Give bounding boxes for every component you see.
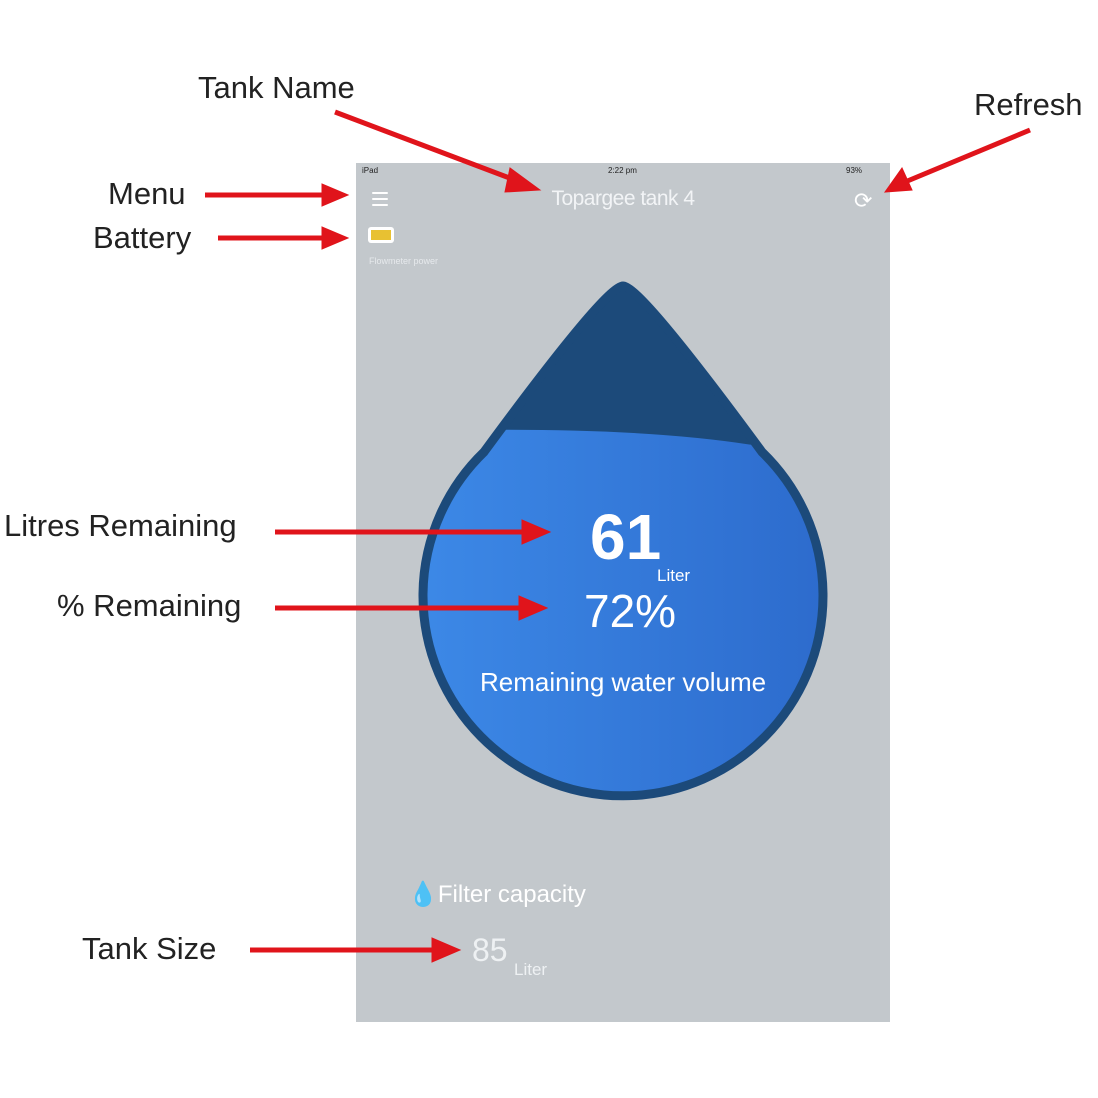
battery-label: Flowmeter power [369, 256, 439, 266]
gauge-caption: Remaining water volume [480, 667, 767, 697]
refresh-icon[interactable]: ⟳ [854, 188, 873, 213]
annotation-tank-name: Tank Name [198, 70, 355, 105]
annotation-litres-remaining: Litres Remaining [4, 508, 237, 543]
annotation-battery: Battery [93, 220, 192, 255]
tank-size-unit: Liter [514, 960, 548, 979]
tank-name-title: Topargee tank 4 [551, 187, 695, 210]
litres-unit: Liter [657, 566, 691, 585]
annotation-menu: Menu [108, 176, 186, 211]
hamburger-icon[interactable] [372, 192, 388, 210]
annotation-percent-remaining: % Remaining [57, 588, 242, 623]
tank-size-value: 85 [472, 932, 508, 968]
status-time: 2:22 pm [608, 166, 637, 175]
litres-remaining: 61 [590, 501, 662, 573]
filter-label-text: Filter capacity [437, 881, 586, 908]
percent-remaining: 72% [584, 585, 677, 637]
status-device: iPad [362, 166, 379, 175]
annotation-arrows [205, 109, 1031, 963]
water-drop-icon: 💧 [408, 881, 438, 908]
status-battery: 93% [846, 166, 863, 175]
filter-capacity-label: 💧Filter capacity [408, 880, 586, 909]
annotation-refresh: Refresh [974, 87, 1083, 122]
battery-icon [368, 227, 394, 243]
annotation-tank-size: Tank Size [82, 931, 217, 966]
